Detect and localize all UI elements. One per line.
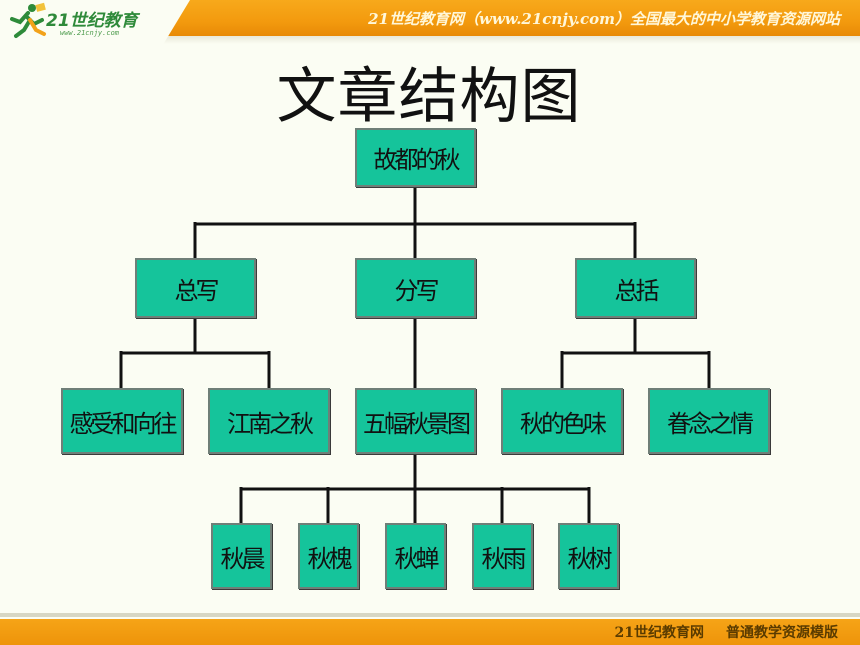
node-level3: 秋晨 (211, 523, 272, 589)
node-level2: 五幅秋景图 (355, 388, 476, 454)
logo-text: 21世纪教育 (46, 11, 138, 31)
node-level1: 总括 (575, 258, 696, 318)
footer-text: 21世纪教育网 普通教学资源模版 (615, 622, 838, 642)
logo: 21世纪教育 www.21cnjy.com (0, 0, 190, 44)
node-level1: 分写 (355, 258, 476, 318)
node-level1: 总写 (135, 258, 256, 318)
header-band-edge (0, 36, 860, 44)
node-level3: 秋树 (558, 523, 619, 589)
node-root: 故都的秋 (355, 128, 476, 187)
header-slogan: 21世纪教育网（www.21cnjy.com）全国最大的中小学教育资源网站 (368, 10, 840, 28)
node-level3: 秋槐 (298, 523, 359, 589)
page-title: 文章结构图 (276, 62, 582, 132)
node-level3: 秋雨 (472, 523, 533, 589)
footer-band (0, 619, 860, 645)
node-level3: 秋蝉 (385, 523, 446, 589)
logo-url: www.21cnjy.com (60, 29, 120, 37)
node-level2: 眷念之情 (648, 388, 770, 454)
footer-left: 21世纪教育网 (614, 625, 704, 641)
runner-logo-icon (10, 2, 46, 38)
footer-right: 普通教学资源模版 (726, 625, 838, 641)
node-level2: 秋的色味 (501, 388, 623, 454)
footer-divider (0, 613, 860, 617)
node-level2: 感受和向往 (61, 388, 183, 454)
node-level2: 江南之秋 (208, 388, 330, 454)
